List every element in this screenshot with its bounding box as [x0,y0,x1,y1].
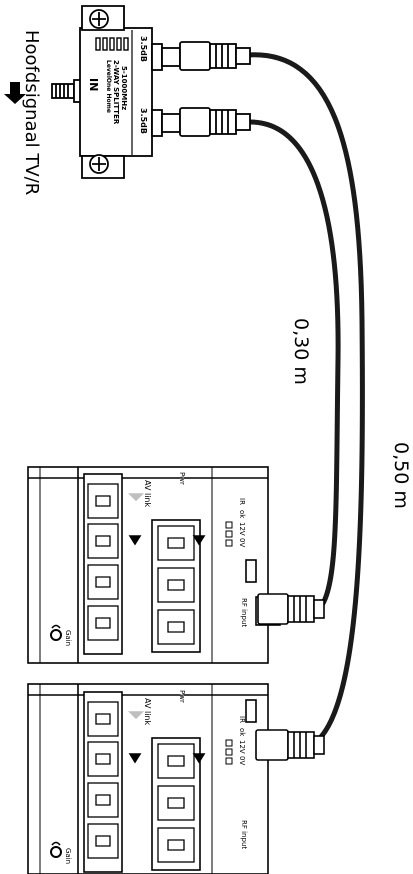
device-2-ir-label: IR [238,716,246,723]
input-arrow-icon [4,82,26,104]
cable-short-length: 0,30 m [290,318,312,385]
device-1-av-link-label: AV link [143,480,152,508]
cable-long-length: 0,50 m [390,442,412,509]
device-2-ok-label: ok [238,728,246,737]
splitter-brand: LevelOne Home [105,60,112,113]
cable-short [245,119,341,608]
device-1-ir-label: IR [238,498,246,505]
main-signal-label: Hoofdsignaal TV/R [21,30,42,196]
device-2-rf-label: RF input [240,820,248,850]
device-2-pwr-label: Pwr [178,690,186,703]
device-1-pwr-label: Pwr [178,472,186,485]
device-2 [27,683,269,874]
splitter-in-label: IN [87,78,100,92]
device-1-0v-label: 0V [238,538,246,548]
device-2-12v-label: 12V [238,740,246,754]
cable-long [245,52,365,743]
device-2-gain-label: Gain [64,848,72,865]
device-2-av-link-label: AV link [143,698,152,726]
splitter-out2-db: 3.5dB [139,108,148,134]
splitter [51,5,251,179]
device-1-12v-label: 12V [238,522,246,536]
device-1-rf-label: RF input [240,598,248,628]
device-1-ok-label: ok [238,510,246,519]
splitter-freq: 5-1000MHz [120,66,128,111]
device-2-0v-label: 0V [238,756,246,766]
device-1 [27,466,281,664]
splitter-model: 2-WAY SPLITTER [112,60,120,125]
device-1-gain-label: Gain [64,630,72,647]
splitter-out1-db: 3.5dB [139,36,148,62]
